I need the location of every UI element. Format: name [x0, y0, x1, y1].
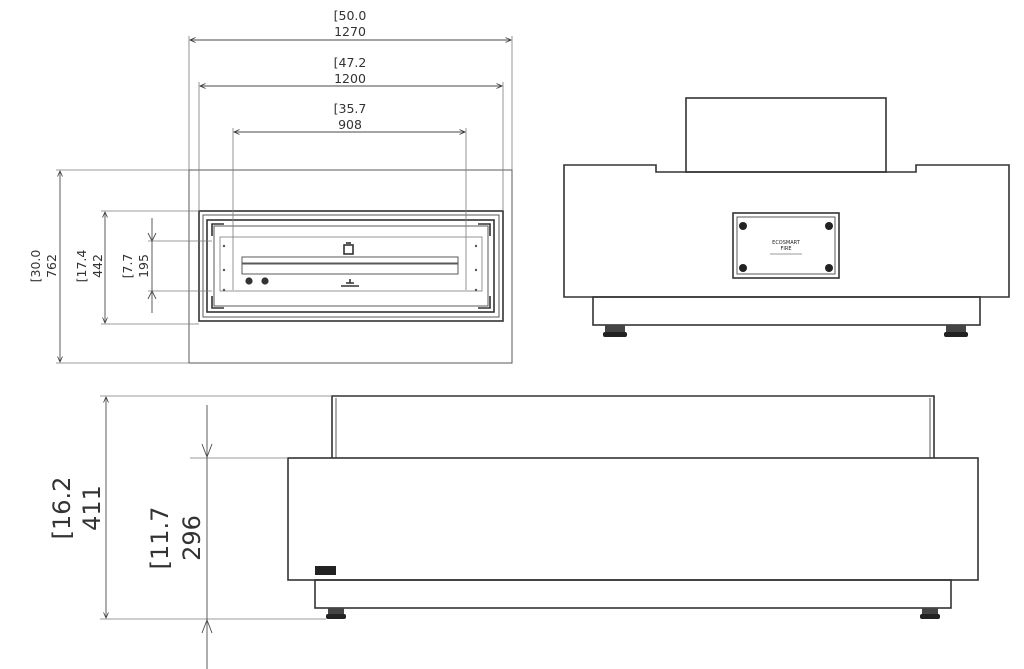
dim-label-mm: 1200: [334, 71, 366, 86]
plan-glass-frame: [206, 219, 495, 313]
side-foot-left-base: [326, 614, 346, 619]
plan-knob-right-icon: [261, 277, 269, 285]
side-foot-right: [922, 608, 938, 614]
dim-label-inches: [7.7: [120, 254, 135, 279]
end-plinth: [592, 296, 981, 326]
side-body: [287, 457, 979, 581]
dim-label-mm: 411: [78, 485, 106, 531]
end-foot-right-base: [944, 332, 968, 337]
dim-top-width-inner: [47.2 1200: [200, 55, 502, 86]
dim-top-width-overall: [50.0 1270: [190, 8, 511, 40]
plan-outer-outline: [188, 169, 513, 364]
dim-label-inches: [11.7: [146, 507, 174, 570]
dim-label-mm: 1270: [334, 24, 366, 39]
side-glass-panel: [331, 395, 935, 458]
dim-side-height-overall: [16.2 411: [48, 397, 106, 618]
plan-burner-slot-upper: [241, 256, 459, 264]
dim-label-inches: [50.0: [334, 8, 367, 23]
dim-label-inches: [17.4: [74, 250, 89, 283]
plan-view: [56, 36, 513, 364]
plan-flame-icon: [341, 279, 359, 287]
dim-label-mm: 442: [90, 254, 105, 278]
dim-left-depth-inner: [17.4 442: [74, 212, 105, 323]
dim-left-depth-overall: [30.0 762: [28, 171, 60, 362]
end-glass-panel: [685, 97, 887, 173]
plan-corner-brackets: [211, 223, 491, 309]
end-foot-left: [605, 325, 625, 332]
dim-top-width-burner: [35.7 908: [234, 101, 465, 132]
plan-tray-outer: [198, 210, 504, 322]
plan-screws: [222, 244, 478, 292]
side-plinth: [314, 579, 952, 609]
end-view: ECOSMART FIRE: [563, 97, 1010, 337]
end-control-plate: [732, 212, 840, 279]
end-foot-right: [946, 325, 966, 332]
side-foot-right-base: [920, 614, 940, 619]
plan-burner-inner: [219, 236, 483, 292]
dim-label-inches: [47.2: [334, 55, 367, 70]
plan-ignition-icon: [343, 244, 354, 255]
end-foot-left-base: [603, 332, 627, 337]
side-foot-left: [328, 608, 344, 614]
plate-sub-text: FIRE: [781, 246, 792, 252]
plan-burner-slot-lower: [241, 263, 459, 275]
dim-side-height-body: [11.7 296: [146, 405, 213, 669]
dim-label-inches: [30.0: [28, 250, 43, 283]
plate-brand-text: ECOSMART: [772, 240, 801, 246]
plate-screws: [739, 222, 833, 272]
dim-label-mm: 762: [44, 254, 59, 278]
dim-label-inches: [16.2: [48, 477, 76, 540]
dim-label-mm: 296: [178, 515, 206, 561]
plan-tray-inner: [202, 214, 500, 318]
side-view: [100, 395, 979, 620]
dim-label-mm: 908: [338, 117, 362, 132]
plan-burner-plate: [213, 225, 489, 307]
side-badge: [315, 566, 336, 575]
plan-knob-left-icon: [245, 277, 253, 285]
dim-label-mm: 195: [136, 254, 151, 278]
dim-label-inches: [35.7: [334, 101, 367, 116]
dim-left-depth-burner: [7.7 195: [120, 218, 157, 313]
